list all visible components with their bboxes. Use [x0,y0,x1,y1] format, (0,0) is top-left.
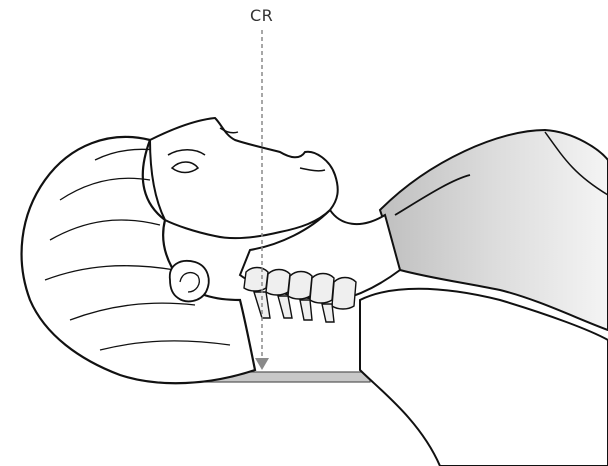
central-ray-arrowhead [255,358,269,370]
ear [170,261,209,301]
face-profile [150,118,338,238]
